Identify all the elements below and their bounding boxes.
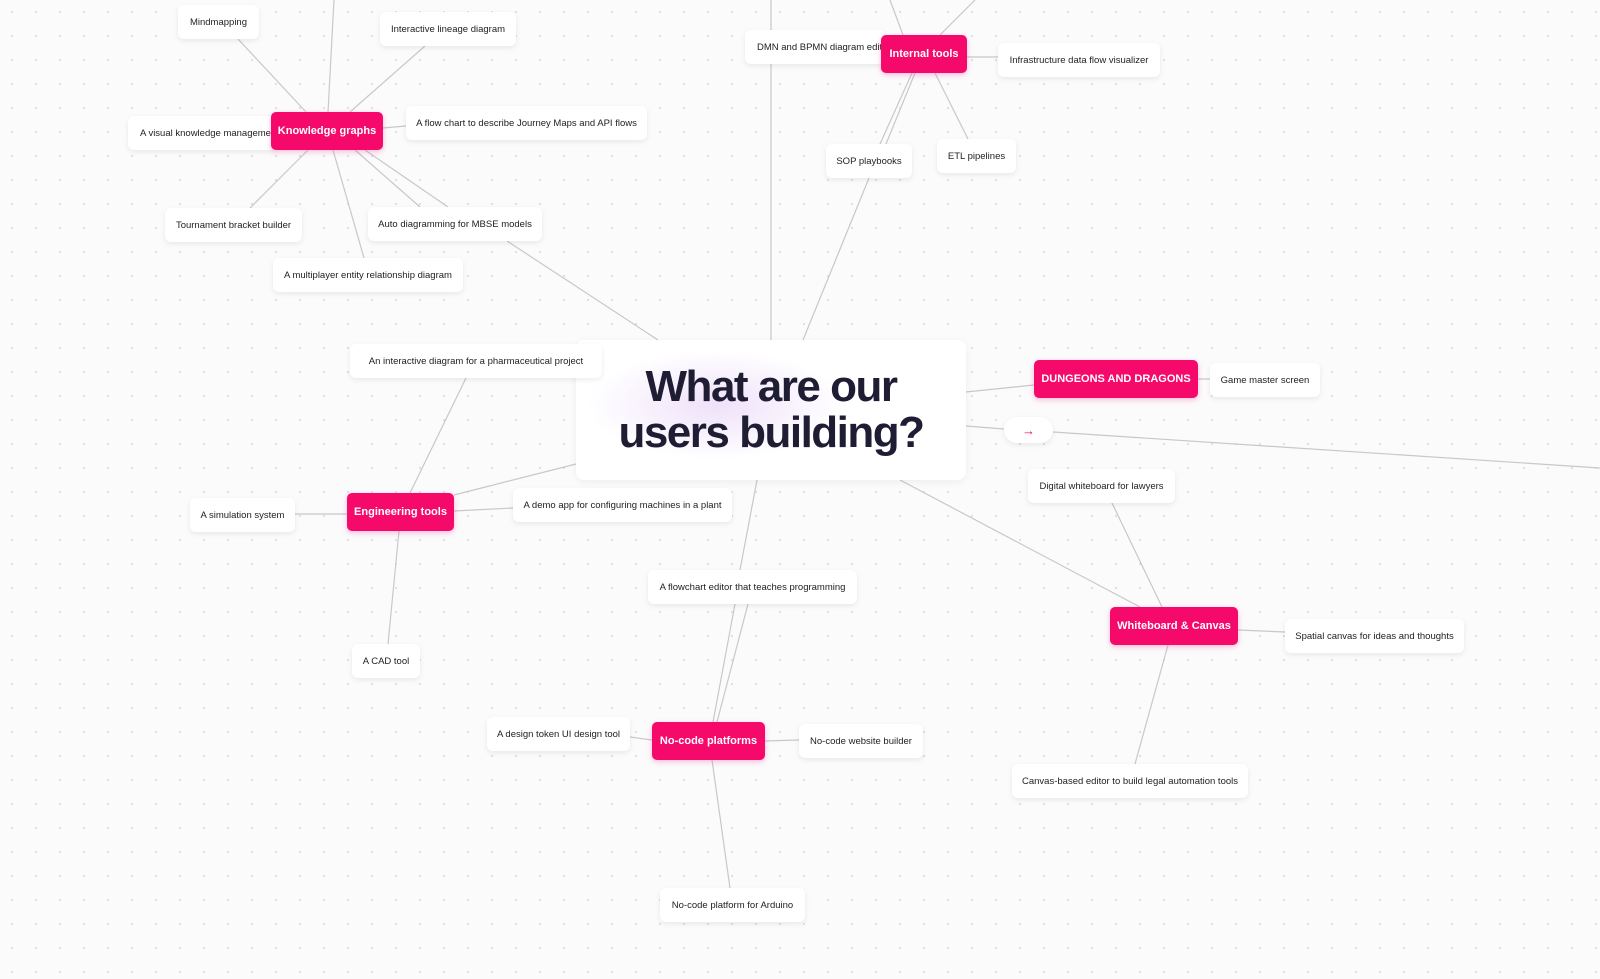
- node-tournament[interactable]: Tournament bracket builder: [165, 208, 302, 242]
- arrow-right-icon: →: [1022, 422, 1035, 438]
- central-topic-title: What are our users building?: [618, 362, 925, 457]
- node-legal[interactable]: Canvas-based editor to build legal autom…: [1012, 764, 1248, 798]
- node-etl[interactable]: ETL pipelines: [937, 139, 1016, 173]
- node-design-token[interactable]: A design token UI design tool: [487, 717, 630, 751]
- node-flowchart-journey[interactable]: A flow chart to describe Journey Maps an…: [406, 106, 647, 140]
- node-game-master[interactable]: Game master screen: [1210, 363, 1320, 397]
- node-mindmapping[interactable]: Mindmapping: [178, 5, 259, 39]
- hub-whiteboard-canvas[interactable]: Whiteboard & Canvas: [1110, 607, 1238, 645]
- node-arduino[interactable]: No-code platform for Arduino: [660, 888, 805, 922]
- node-simulation[interactable]: A simulation system: [190, 498, 295, 532]
- central-topic-card[interactable]: What are our users building?: [576, 340, 966, 480]
- node-erd[interactable]: A multiplayer entity relationship diagra…: [273, 258, 463, 292]
- hub-knowledge-graphs[interactable]: Knowledge graphs: [271, 112, 383, 150]
- node-lawyers[interactable]: Digital whiteboard for lawyers: [1028, 469, 1175, 503]
- node-pharma[interactable]: An interactive diagram for a pharmaceuti…: [350, 344, 602, 378]
- node-flowchart-prog[interactable]: A flowchart editor that teaches programm…: [648, 570, 857, 604]
- hub-dungeons-and-dragons[interactable]: DUNGEONS AND DRAGONS: [1034, 360, 1198, 398]
- node-sop[interactable]: SOP playbooks: [826, 144, 912, 178]
- node-visual-km[interactable]: A visual knowledge managemen: [128, 116, 278, 150]
- hub-engineering-tools[interactable]: Engineering tools: [347, 493, 454, 531]
- node-cad[interactable]: A CAD tool: [352, 644, 420, 678]
- node-infra[interactable]: Infrastructure data flow visualizer: [998, 43, 1160, 77]
- node-mbse[interactable]: Auto diagramming for MBSE models: [368, 207, 542, 241]
- node-lineage[interactable]: Interactive lineage diagram: [380, 12, 516, 46]
- hub-no-code-platforms[interactable]: No-code platforms: [652, 722, 765, 760]
- arrow-button[interactable]: →: [1004, 417, 1053, 443]
- node-spatial[interactable]: Spatial canvas for ideas and thoughts: [1285, 619, 1464, 653]
- node-website-builder[interactable]: No-code website builder: [799, 724, 923, 758]
- node-dmn[interactable]: DMN and BPMN diagram edit: [745, 30, 885, 64]
- hub-internal-tools[interactable]: Internal tools: [881, 35, 967, 73]
- node-demo-app[interactable]: A demo app for configuring machines in a…: [513, 488, 732, 522]
